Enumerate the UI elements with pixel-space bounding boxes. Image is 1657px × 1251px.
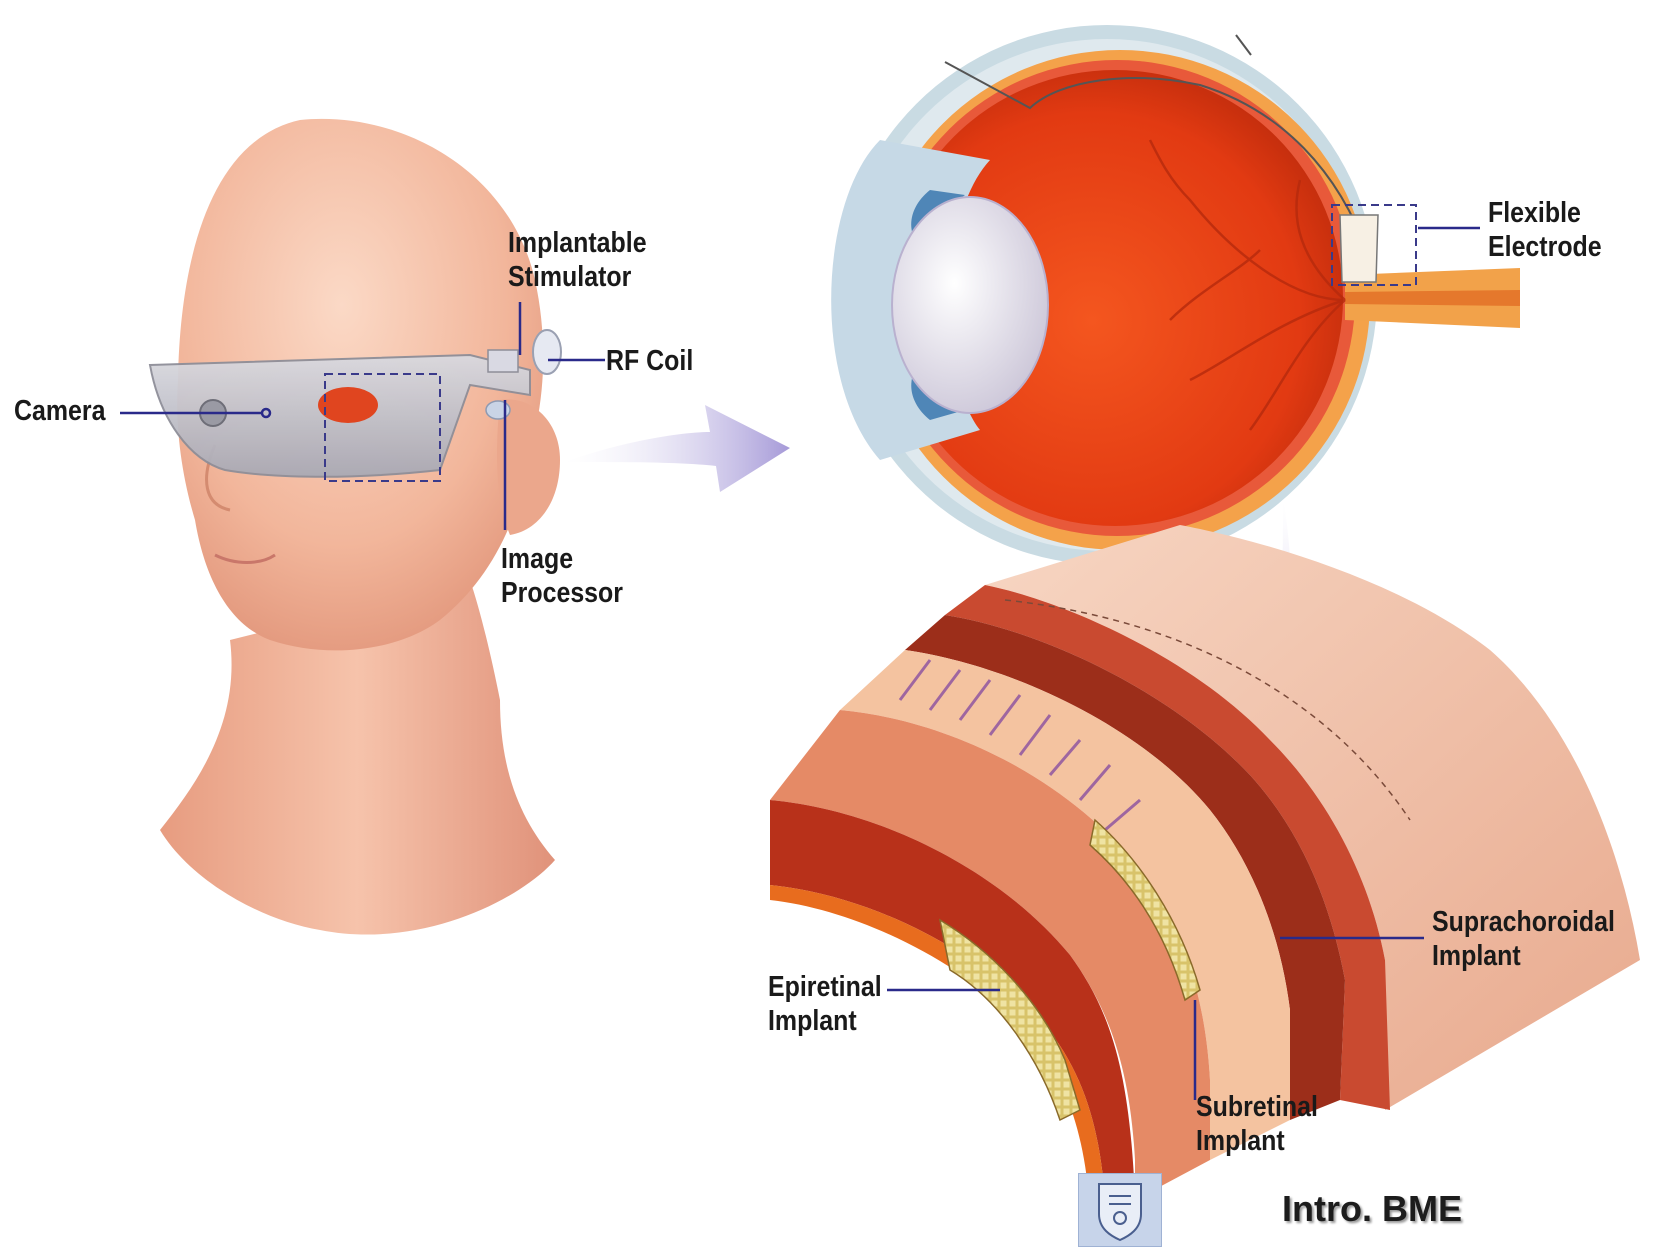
seal-emblem-icon <box>1079 1174 1161 1246</box>
label-subretinal-implant-line2: Implant <box>1196 1124 1318 1158</box>
label-image-processor-line2: Processor <box>501 576 623 610</box>
label-subretinal-implant: Subretinal Implant <box>1196 1090 1318 1158</box>
label-implantable-stimulator: Implantable Stimulator <box>508 226 647 294</box>
label-epiretinal-implant: Epiretinal Implant <box>768 970 882 1038</box>
university-seal-logo <box>1078 1173 1162 1247</box>
label-image-processor: Image Processor <box>501 542 623 610</box>
label-image-processor-line1: Image <box>501 542 623 576</box>
label-flexible-electrode-line1: Flexible <box>1488 196 1602 230</box>
label-flexible-electrode: Flexible Electrode <box>1488 196 1602 264</box>
label-subretinal-implant-line1: Subretinal <box>1196 1090 1318 1124</box>
arrow-to-eye <box>565 405 790 492</box>
label-epiretinal-implant-line2: Implant <box>768 1004 882 1038</box>
label-suprachoroidal-implant: Suprachoroidal Implant <box>1432 905 1615 973</box>
label-suprachoroidal-implant-line1: Suprachoroidal <box>1432 905 1615 939</box>
label-implantable-stimulator-line1: Implantable <box>508 226 647 260</box>
label-suprachoroidal-implant-line2: Implant <box>1432 939 1615 973</box>
label-flexible-electrode-line2: Electrode <box>1488 230 1602 264</box>
label-rf-coil: RF Coil <box>606 344 693 378</box>
label-camera: Camera <box>14 394 106 428</box>
label-implantable-stimulator-line2: Stimulator <box>508 260 647 294</box>
label-epiretinal-implant-line1: Epiretinal <box>768 970 882 1004</box>
eye-cross-section-illustration <box>831 25 1520 565</box>
human-head-illustration <box>150 119 561 935</box>
course-title: Intro. BME <box>1282 1188 1462 1230</box>
